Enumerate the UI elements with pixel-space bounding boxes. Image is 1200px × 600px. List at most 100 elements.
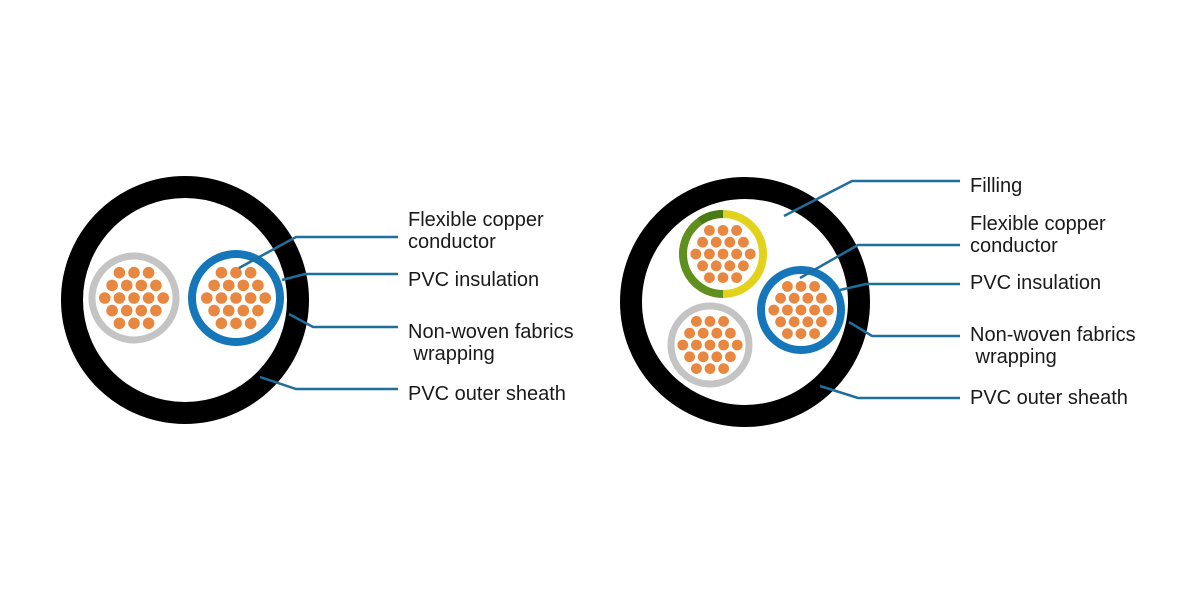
copper-strand <box>710 236 722 248</box>
copper-strand <box>725 351 736 363</box>
copper-strand <box>717 225 729 236</box>
copper-strand <box>120 304 133 317</box>
copper-strand <box>135 279 148 292</box>
copper-strand <box>717 272 729 283</box>
leader-line-conductor <box>238 235 398 270</box>
copper-strand <box>816 316 827 328</box>
copper-strand <box>697 351 709 363</box>
copper-strand <box>738 236 749 248</box>
copper-strands <box>201 266 272 330</box>
label-flexible-copper-conductor: Flexible copper conductor <box>408 209 549 253</box>
copper-strand <box>717 248 729 260</box>
copper-strand <box>120 279 133 292</box>
copper-strand <box>113 292 126 304</box>
copper-strand <box>809 328 820 339</box>
leader-line-insulation <box>839 282 960 292</box>
copper-strand <box>684 351 695 363</box>
copper-strand <box>128 317 140 330</box>
label-pvc-outer-sheath: PVC outer sheath <box>408 383 566 405</box>
insulation-green-top-segment <box>697 209 724 225</box>
copper-strand <box>113 266 126 279</box>
copper-strand <box>697 327 709 339</box>
copper-strand <box>731 248 742 260</box>
copper-strand <box>816 292 827 304</box>
copper-strand <box>259 292 272 304</box>
core-blue <box>757 266 845 354</box>
leader-line-sheath <box>819 384 960 400</box>
copper-strand <box>711 327 723 339</box>
leader-line-wrapping <box>848 320 960 338</box>
copper-strand <box>704 248 715 260</box>
copper-strand <box>230 317 242 330</box>
copper-strand <box>795 281 807 292</box>
copper-strand <box>215 266 228 279</box>
copper-strand <box>809 281 820 292</box>
leader-line-sheath <box>259 375 398 391</box>
copper-strand <box>690 248 702 260</box>
copper-strand <box>150 279 162 292</box>
copper-strand <box>157 292 169 304</box>
copper-strand <box>697 236 708 248</box>
copper-strand <box>252 304 264 317</box>
leader-line-wrapping <box>288 312 398 329</box>
core-grey <box>667 302 753 388</box>
copper-strand <box>731 225 742 236</box>
copper-strand <box>711 351 723 363</box>
copper-strand <box>113 317 126 330</box>
copper-strand <box>738 260 749 272</box>
copper-strand <box>788 292 800 304</box>
copper-strand <box>244 317 257 330</box>
copper-strand <box>691 363 702 374</box>
label-non-woven-fabrics-wrapping: Non-woven fabrics wrapping <box>970 324 1136 368</box>
copper-strand <box>252 279 264 292</box>
copper-strand <box>744 248 756 260</box>
copper-strand <box>718 363 729 374</box>
copper-strand <box>135 304 148 317</box>
copper-strand <box>684 327 695 339</box>
copper-strand <box>795 304 807 316</box>
copper-strand <box>775 316 786 328</box>
label-pvc-insulation: PVC insulation <box>970 272 1101 294</box>
copper-strand <box>222 304 235 317</box>
copper-strand <box>230 266 242 279</box>
copper-strand <box>106 279 118 292</box>
copper-strand <box>795 328 807 339</box>
copper-strand <box>142 292 155 304</box>
copper-strand <box>724 260 736 272</box>
copper-strand <box>237 279 250 292</box>
copper-strand <box>128 266 140 279</box>
copper-strand <box>782 304 793 316</box>
copper-strand <box>731 272 742 283</box>
copper-strand <box>691 339 702 351</box>
copper-strand <box>782 328 793 339</box>
copper-strand <box>142 317 155 330</box>
copper-strand <box>244 292 257 304</box>
copper-strand <box>704 363 716 374</box>
copper-strand <box>704 225 715 236</box>
copper-strand <box>222 279 235 292</box>
copper-strands <box>690 225 756 283</box>
copper-strand <box>724 236 736 248</box>
copper-strand <box>704 316 716 327</box>
leader-line-filling <box>783 179 960 218</box>
three-core-cable: Filling Flexible copper conductor PVC in… <box>620 175 1136 427</box>
label-flexible-copper-conductor: Flexible copper conductor <box>970 213 1111 257</box>
copper-strand <box>244 266 257 279</box>
copper-strand <box>150 304 162 317</box>
copper-strand <box>697 260 708 272</box>
copper-strand <box>802 292 814 304</box>
copper-strands <box>99 266 169 330</box>
core-green-yellow-earth <box>678 209 767 298</box>
label-pvc-insulation: PVC insulation <box>408 269 539 291</box>
copper-strand <box>208 279 220 292</box>
copper-strand <box>215 292 228 304</box>
copper-strand <box>718 316 729 327</box>
core-grey <box>88 252 180 344</box>
leader-line-insulation <box>281 272 398 282</box>
copper-strand <box>775 292 786 304</box>
copper-strand <box>704 339 716 351</box>
label-filling: Filling <box>970 175 1022 197</box>
leader-line-conductor <box>799 243 960 280</box>
copper-strand <box>731 339 743 351</box>
copper-strand <box>230 292 242 304</box>
